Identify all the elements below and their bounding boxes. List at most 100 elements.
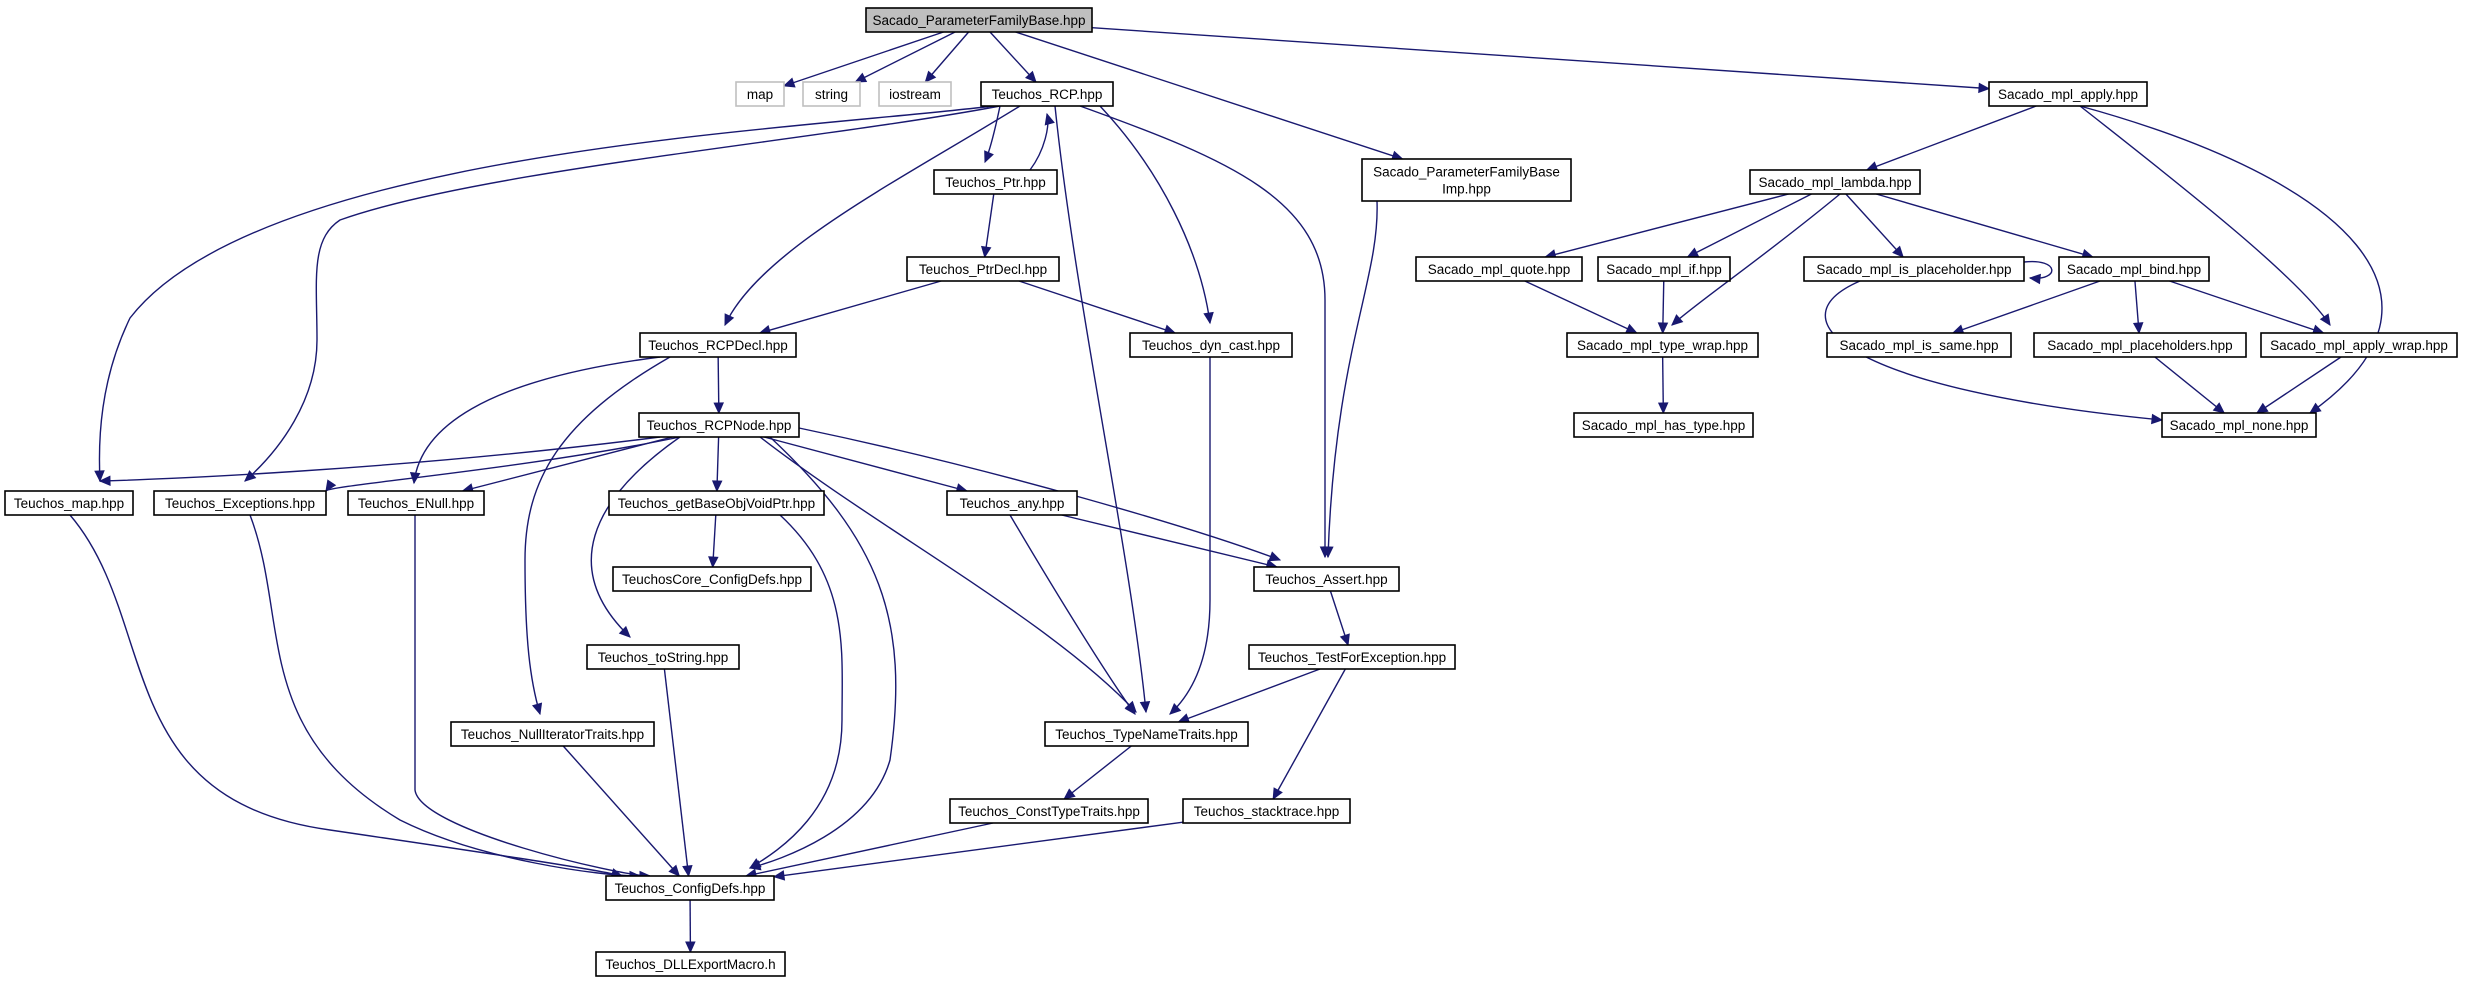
node-label: string xyxy=(815,87,848,102)
edge-mplbind-to-mplph xyxy=(2132,280,2144,335)
node-mplapplywrap[interactable]: Sacado_mpl_apply_wrap.hpp xyxy=(2260,332,2458,358)
node-tany[interactable]: Teuchos_any.hpp xyxy=(946,490,1078,516)
node-mplhastype[interactable]: Sacado_mpl_has_type.hpp xyxy=(1573,412,1754,438)
edge-dyncast-to-typename xyxy=(1169,357,1211,715)
node-mplquote[interactable]: Sacado_mpl_quote.hpp xyxy=(1415,256,1583,282)
edge-rcpnode-to-tmap xyxy=(98,436,661,487)
node-mplnone[interactable]: Sacado_mpl_none.hpp xyxy=(2161,412,2317,438)
node-box xyxy=(612,566,812,592)
node-label: Sacado_mpl_apply_wrap.hpp xyxy=(2270,338,2448,353)
node-box xyxy=(639,332,797,358)
node-consttype[interactable]: Teuchos_ConstTypeTraits.hpp xyxy=(949,798,1149,824)
node-mpltypewrap[interactable]: Sacado_mpl_type_wrap.hpp xyxy=(1566,332,1759,358)
node-tostring[interactable]: Teuchos_toString.hpp xyxy=(586,644,740,670)
edge-root-to-string xyxy=(854,31,956,83)
node-configdefs[interactable]: Teuchos_ConfigDefs.hpp xyxy=(605,875,775,901)
node-box xyxy=(347,490,485,516)
node-rcpdecl[interactable]: Teuchos_RCPDecl.hpp xyxy=(639,332,797,358)
node-label: Teuchos_ENull.hpp xyxy=(358,496,474,511)
node-label: Teuchos_ConstTypeTraits.hpp xyxy=(958,804,1140,819)
node-dyncast[interactable]: Teuchos_dyn_cast.hpp xyxy=(1129,332,1293,358)
node-nulliter[interactable]: Teuchos_NullIteratorTraits.hpp xyxy=(450,721,655,747)
edge-tostring-to-configdefs xyxy=(663,668,693,878)
node-label: Teuchos_TypeNameTraits.hpp xyxy=(1055,727,1238,742)
node-mplissame[interactable]: Sacado_mpl_is_same.hpp xyxy=(1826,332,2012,358)
node-box xyxy=(1803,256,2025,282)
node-label: Teuchos_stacktrace.hpp xyxy=(1194,804,1340,819)
edge-rcpdecl-to-nulliter xyxy=(524,356,671,716)
node-box xyxy=(1566,332,1759,358)
edge-mplapplywrap-to-mplnone xyxy=(2255,356,2342,414)
edge-rcpdecl-to-tenull xyxy=(409,356,661,485)
node-label: Teuchos_RCPNode.hpp xyxy=(647,418,792,433)
node-typename[interactable]: Teuchos_TypeNameTraits.hpp xyxy=(1044,721,1249,747)
node-label: TeuchosCore_ConfigDefs.hpp xyxy=(622,572,802,587)
edge-tassert-to-testforexc xyxy=(1329,590,1350,647)
edge-mplbind-to-mplapplywrap xyxy=(2169,280,2325,335)
edge-rcpnode-to-texc xyxy=(325,436,681,493)
node-texc[interactable]: Teuchos_Exceptions.hpp xyxy=(153,490,327,516)
node-root[interactable]: Sacado_ParameterFamilyBase.hpp xyxy=(865,7,1093,33)
node-label: Sacado_ParameterFamilyBase xyxy=(1373,165,1560,180)
node-map[interactable]: map xyxy=(735,81,785,107)
edge-ptr-to-rcp xyxy=(1029,112,1055,171)
node-mplbind[interactable]: Sacado_mpl_bind.hpp xyxy=(2058,256,2210,282)
edge-testforexc-to-stacktrace xyxy=(1272,668,1346,801)
edge-mplapply-to-mpllambda xyxy=(1865,105,2037,172)
edge-pfbimp-to-tassert xyxy=(1323,200,1378,559)
edge-rcpnode-to-getbase xyxy=(711,436,723,493)
node-testforexc[interactable]: Teuchos_TestForException.hpp xyxy=(1248,644,1456,670)
node-box xyxy=(949,798,1149,824)
node-label: Teuchos_RCPDecl.hpp xyxy=(648,338,788,353)
node-label: Teuchos_NullIteratorTraits.hpp xyxy=(461,727,644,742)
edge-root-to-map xyxy=(782,31,944,88)
node-box xyxy=(980,81,1114,107)
node-box xyxy=(1415,256,1583,282)
node-stacktrace[interactable]: Teuchos_stacktrace.hpp xyxy=(1182,798,1351,824)
node-dllexport[interactable]: Teuchos_DLLExportMacro.h xyxy=(595,951,786,977)
node-string[interactable]: string xyxy=(802,81,861,107)
node-label: Teuchos_Ptr.hpp xyxy=(945,175,1046,190)
node-mpllambda[interactable]: Sacado_mpl_lambda.hpp xyxy=(1749,169,1921,195)
node-coreconfig[interactable]: TeuchosCore_ConfigDefs.hpp xyxy=(612,566,812,592)
node-getbase[interactable]: Teuchos_getBaseObjVoidPtr.hpp xyxy=(608,490,825,516)
node-box xyxy=(2161,412,2317,438)
edge-mpltypewrap-to-mplhastype xyxy=(1657,356,1669,415)
node-box xyxy=(1182,798,1351,824)
node-label: Sacado_mpl_type_wrap.hpp xyxy=(1577,338,1748,353)
node-tenull[interactable]: Teuchos_ENull.hpp xyxy=(347,490,485,516)
node-box xyxy=(933,169,1058,195)
node-ptrdecl[interactable]: Teuchos_PtrDecl.hpp xyxy=(906,256,1060,282)
node-box xyxy=(1749,169,1921,195)
node-box xyxy=(1361,158,1572,202)
edges-layer xyxy=(69,26,2383,954)
edge-texc-to-configdefs xyxy=(249,514,642,882)
edge-rcpnode-to-tostring xyxy=(590,436,681,638)
edge-configdefs-to-dllexport xyxy=(685,899,696,954)
node-box xyxy=(1253,566,1400,592)
node-label: Sacado_mpl_none.hpp xyxy=(2170,418,2309,433)
edge-mpllambda-to-mplbind xyxy=(1876,193,2094,260)
node-iostream[interactable]: iostream xyxy=(878,81,952,107)
node-tmap[interactable]: Teuchos_map.hpp xyxy=(4,490,134,516)
node-tassert[interactable]: Teuchos_Assert.hpp xyxy=(1253,566,1400,592)
node-mplapply[interactable]: Sacado_mpl_apply.hpp xyxy=(1988,81,2148,107)
node-rcpnode[interactable]: Teuchos_RCPNode.hpp xyxy=(638,412,800,438)
node-box xyxy=(865,7,1093,33)
node-label: Sacado_mpl_bind.hpp xyxy=(2067,262,2201,277)
node-rcp[interactable]: Teuchos_RCP.hpp xyxy=(980,81,1114,107)
edge-rcpnode-to-tassert xyxy=(798,427,1282,562)
node-mplph[interactable]: Sacado_mpl_placeholders.hpp xyxy=(2033,332,2247,358)
node-box xyxy=(802,81,861,107)
node-ptr[interactable]: Teuchos_Ptr.hpp xyxy=(933,169,1058,195)
node-box xyxy=(2033,332,2247,358)
node-box xyxy=(1248,644,1456,670)
edge-mplapply-to-mplnone xyxy=(2079,105,2383,414)
node-box xyxy=(878,81,952,107)
node-mplisph[interactable]: Sacado_mpl_is_placeholder.hpp xyxy=(1803,256,2025,282)
edge-consttype-to-configdefs xyxy=(744,822,994,879)
node-box xyxy=(4,490,134,516)
edge-root-to-rcp xyxy=(989,31,1037,83)
node-mplif[interactable]: Sacado_mpl_if.hpp xyxy=(1597,256,1731,282)
